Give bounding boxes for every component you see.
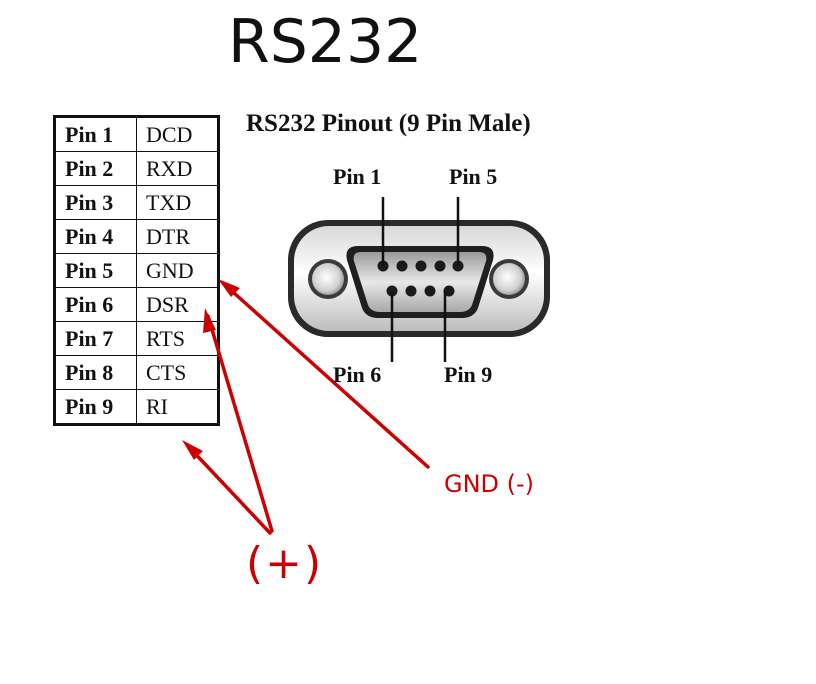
- gnd-arrow-line: [222, 282, 430, 469]
- table-row: Pin 2 RXD: [54, 151, 219, 186]
- connector-label-pin-5: Pin 5: [449, 164, 498, 189]
- pin-4-dot: [434, 260, 446, 272]
- plus-arrow-line-dsr: [206, 314, 274, 533]
- pin-8-dot: [424, 285, 436, 297]
- pin-number: Pin 7: [54, 321, 137, 356]
- pin-signal: RXD: [136, 151, 219, 186]
- connector-label-pin-9: Pin 9: [444, 362, 493, 387]
- pin-number: Pin 6: [54, 287, 137, 322]
- connector-label-pin-6: Pin 6: [333, 362, 382, 387]
- plus-arrow-line-ri: [186, 444, 272, 535]
- positive-annotation: (+): [246, 538, 324, 589]
- mounting-hole-left-inner: [312, 263, 344, 295]
- table-row: Pin 3 TXD: [54, 185, 219, 220]
- pin-number: Pin 4: [54, 219, 137, 254]
- connector-label-pin-1: Pin 1: [333, 164, 382, 189]
- pin-number: Pin 3: [54, 185, 137, 220]
- plus-arrowhead-dsr: [203, 308, 216, 333]
- pin-number: Pin 9: [54, 389, 137, 425]
- pin-signal: GND: [136, 253, 219, 288]
- pin-2-dot: [396, 260, 408, 272]
- table-row: Pin 4 DTR: [54, 219, 219, 254]
- ground-annotation: GND (-): [444, 470, 535, 498]
- plus-arrowhead-ri: [182, 440, 203, 460]
- pin-7-dot: [405, 285, 417, 297]
- pin-signal: DSR: [136, 287, 219, 322]
- gnd-arrowhead: [218, 279, 240, 297]
- pin-number: Pin 2: [54, 151, 137, 186]
- table-row: Pin 6 DSR: [54, 287, 219, 322]
- page-title: RS232: [228, 7, 423, 77]
- mounting-hole-right-inner: [493, 263, 525, 295]
- pin-signal: RI: [136, 389, 219, 425]
- pin-number: Pin 8: [54, 355, 137, 390]
- pin-3-dot: [415, 260, 427, 272]
- pin-signal: DTR: [136, 219, 219, 254]
- pin-signal: CTS: [136, 355, 219, 390]
- pin-signal: TXD: [136, 185, 219, 220]
- table-row: Pin 5 GND: [54, 253, 219, 288]
- table-row: Pin 8 CTS: [54, 355, 219, 390]
- pinout-title: RS232 Pinout (9 Pin Male): [246, 110, 531, 137]
- table-row: Pin 9 RI: [54, 389, 219, 425]
- pin-number: Pin 5: [54, 253, 137, 288]
